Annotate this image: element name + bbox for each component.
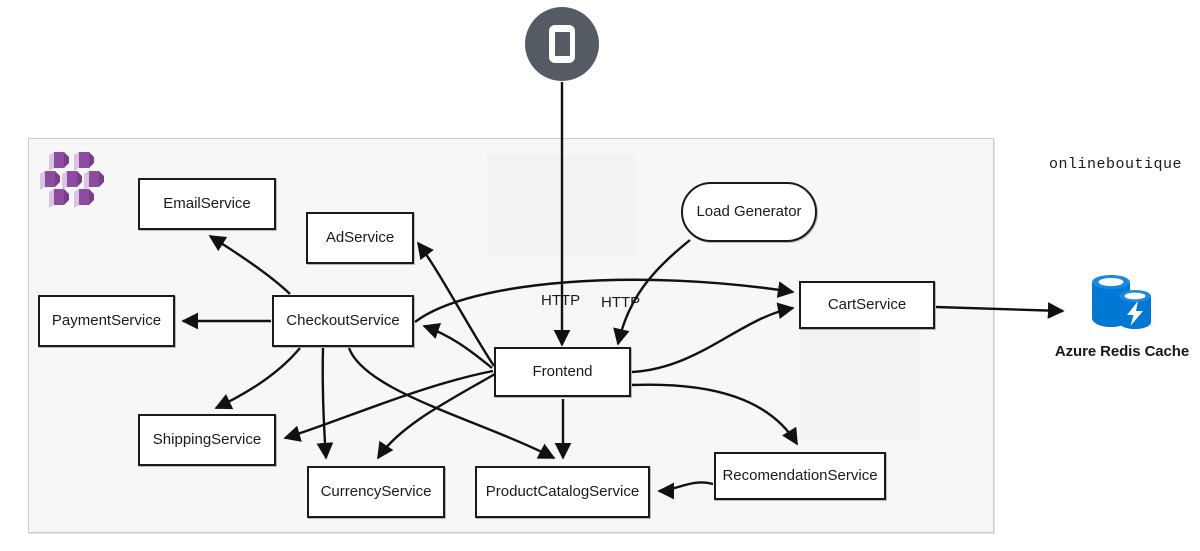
node-paymentservice[interactable]: PaymentService	[38, 295, 175, 347]
node-recomendationservice[interactable]: RecomendationService	[714, 452, 886, 500]
azure-redis-cache-label: Azure Redis Cache	[1054, 343, 1190, 360]
node-shippingservice[interactable]: ShippingService	[138, 414, 276, 466]
node-emailservice[interactable]: EmailService	[138, 178, 276, 230]
node-checkoutservice[interactable]: CheckoutService	[272, 295, 414, 347]
azure-redis-cache-icon	[1092, 275, 1151, 329]
node-label: CurrencyService	[320, 482, 432, 500]
helm-logo-icon	[40, 150, 104, 208]
background-panel-left	[487, 155, 635, 255]
node-label: AdService	[325, 228, 395, 246]
node-frontend[interactable]: Frontend	[494, 347, 631, 397]
node-label: CartService	[827, 295, 907, 313]
node-label: Load Generator	[696, 202, 802, 220]
node-productcatalogservice[interactable]: ProductCatalogService	[475, 466, 650, 518]
node-label: PaymentService	[51, 311, 162, 329]
node-currencyservice[interactable]: CurrencyService	[307, 466, 445, 518]
namespace-label: onlineboutique	[1048, 156, 1182, 173]
phone-screen	[554, 32, 570, 56]
background-panel-right	[800, 325, 920, 440]
mobile-phone-icon	[549, 25, 575, 63]
node-label: ProductCatalogService	[485, 482, 640, 500]
node-label: CheckoutService	[286, 311, 400, 329]
edge-label-http-client: HTTP	[541, 292, 581, 309]
node-cartservice[interactable]: CartService	[799, 281, 935, 329]
node-label: RecomendationService	[722, 466, 878, 484]
client-node	[525, 7, 599, 81]
node-label: Frontend	[532, 362, 593, 380]
node-label: ShippingService	[152, 430, 262, 448]
node-adservice[interactable]: AdService	[306, 212, 414, 264]
edge-label-http-loadgen: HTTP	[601, 294, 641, 311]
azure-redis-cache-node[interactable]: Azure Redis Cache	[1048, 270, 1196, 360]
node-label: EmailService	[163, 194, 251, 212]
node-loadgenerator[interactable]: Load Generator	[681, 182, 817, 242]
